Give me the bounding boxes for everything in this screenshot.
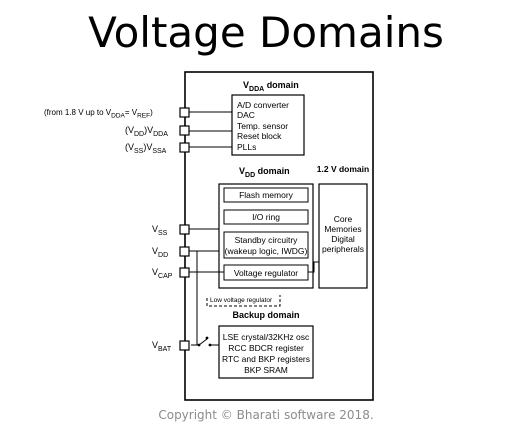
backup-line-rcc: RCC BDCR register	[228, 343, 304, 353]
pin-vbat-label: VBAT	[152, 340, 172, 353]
pin-vref: (from 1.8 V up to VDDA= VREF)	[44, 107, 232, 120]
pin-vssa: (VSS)VSSA	[125, 142, 232, 155]
vdd-domain-box	[218, 183, 314, 289]
vdda-item-dac: DAC	[237, 110, 255, 120]
vdda-domain-box	[231, 94, 305, 156]
flash-memory-label: Flash memory	[239, 190, 294, 200]
v12-domain: 1.2 V domain Core Memories Digital perip…	[317, 164, 369, 289]
pin-vref-label: (from 1.8 V up to VDDA= VREF)	[44, 108, 153, 120]
v12-domain-title: 1.2 V domain	[317, 164, 369, 174]
pin-vdd: VDD	[152, 246, 219, 345]
backup-line-sram: BKP SRAM	[244, 365, 288, 375]
voltage-regulator-label: Voltage regulator	[234, 268, 298, 278]
v12-line-core: Core	[334, 214, 353, 224]
vdda-item-plls: PLLs	[237, 142, 256, 152]
vdda-item-adc: A/D converter	[237, 100, 289, 110]
vdda-domain: VDDA domain A/D converter DAC Temp. sens…	[231, 80, 305, 156]
standby-circuitry-label: Standby circuitry	[235, 235, 299, 245]
pin-vss: VSS	[152, 224, 219, 237]
backup-power-switch	[191, 336, 219, 347]
standby-circuitry-detail: (wakeup logic, IWDG)	[225, 246, 308, 256]
backup-line-lse: LSE crystal/32KHz osc	[223, 332, 310, 342]
backup-domain-box	[218, 325, 314, 379]
pin-vbat: VBAT	[152, 340, 190, 353]
regulator-output-line	[308, 261, 319, 273]
chip-outline	[184, 71, 374, 401]
pin-vss-label: VSS	[152, 224, 168, 237]
io-ring-block	[223, 209, 309, 225]
backup-domain: Backup domain LSE crystal/32KHz osc RCC …	[218, 310, 314, 379]
io-ring-label: I/O ring	[252, 212, 280, 222]
vdda-item-temp-sensor: Temp. sensor	[237, 121, 288, 131]
v12-domain-box	[318, 183, 368, 289]
copyright-footer: Copyright © Bharati software 2018.	[158, 408, 374, 422]
flash-memory-block	[223, 187, 309, 203]
v12-line-memories: Memories	[324, 224, 361, 234]
v12-line-peripherals: peripherals	[322, 244, 364, 254]
pin-vcap: VCAP	[152, 267, 224, 280]
backup-domain-title: Backup domain	[232, 310, 299, 320]
vdda-domain-title: VDDA domain	[243, 80, 299, 93]
vdd-domain: VDD domain Flash memory I/O ring Standby…	[218, 166, 314, 289]
pin-vdda: (VDD)VDDA	[125, 125, 232, 138]
v12-line-digital: Digital	[331, 234, 355, 244]
low-voltage-regulator-line	[206, 295, 281, 307]
low-voltage-regulator-label: Low voltage regulator	[210, 297, 273, 304]
pin-vdda-label: (VDD)VDDA	[125, 125, 168, 138]
vdda-item-reset-block: Reset block	[237, 131, 282, 141]
backup-line-rtc: RTC and BKP registers	[222, 354, 310, 364]
slide-title: Voltage Domains	[88, 8, 444, 57]
pin-vssa-label: (VSS)VSSA	[125, 142, 167, 155]
pin-vcap-label: VCAP	[152, 267, 173, 280]
standby-circuitry-block	[223, 231, 309, 259]
vdd-domain-title: VDD domain	[239, 166, 290, 179]
pin-vdd-label: VDD	[152, 246, 168, 259]
